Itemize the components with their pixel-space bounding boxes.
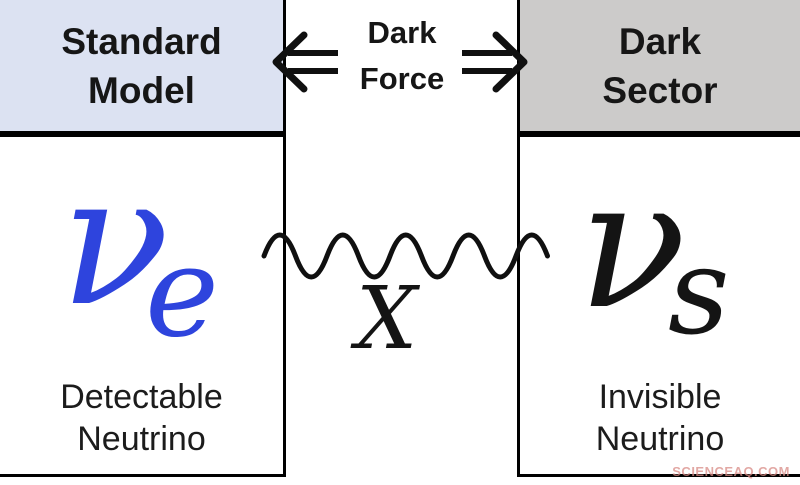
dark-sector-header: Dark Sector (517, 0, 800, 134)
dark-sector-panel: Dark Sector Invisible Neutrino (517, 0, 800, 477)
right-double-arrow-icon (462, 31, 528, 93)
detectable-neutrino-caption: Detectable Neutrino (60, 378, 223, 458)
mediator-x-symbol: X (350, 269, 421, 369)
watermark: SCIENCEAQ.COM (672, 464, 790, 479)
wavy-photon-line-icon (261, 232, 550, 280)
standard-model-panel: Standard Model Detectable Neutrino (0, 0, 286, 477)
dark-sector-title: Dark Sector (602, 20, 718, 111)
dark-sector-body (517, 134, 800, 477)
standard-model-header: Standard Model (0, 0, 286, 134)
standard-model-title: Standard Model (61, 20, 222, 111)
dark-force-label: Dark Force (359, 15, 445, 96)
standard-model-body (0, 134, 286, 477)
invisible-neutrino-caption: Invisible Neutrino (595, 378, 725, 458)
